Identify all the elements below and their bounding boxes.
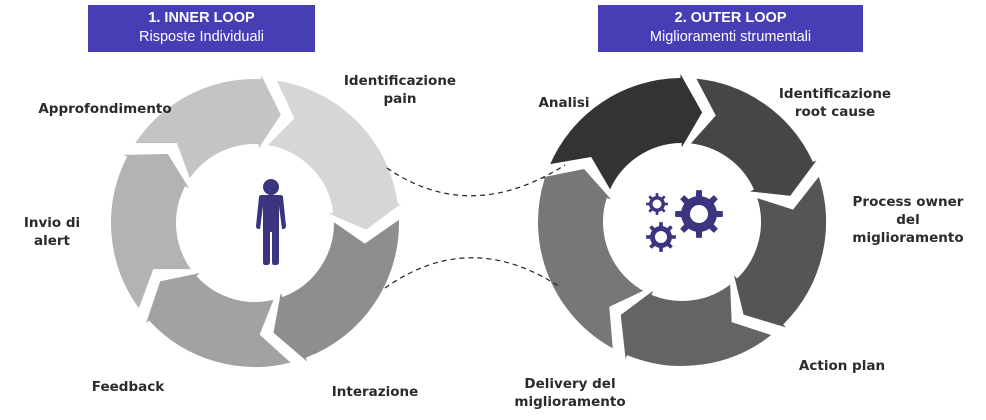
inner-step-arrow bbox=[263, 78, 407, 232]
inner-step-arrow bbox=[109, 151, 195, 313]
inner-loop-title: 1. INNER LOOP bbox=[148, 10, 255, 26]
inner-step-arrow bbox=[271, 216, 401, 366]
outer-loop-step-label: Analisi bbox=[538, 95, 590, 111]
gear-icon bbox=[646, 193, 668, 215]
gears-icon bbox=[646, 190, 723, 252]
inner-loop-header: 1. INNER LOOP Risposte Individuali bbox=[88, 5, 315, 52]
outer-loop-step-label: Action plan bbox=[798, 358, 886, 374]
outer-loop-subtitle: Miglioramenti strumentali bbox=[649, 29, 812, 45]
inner-step-arrow bbox=[142, 269, 295, 369]
inner-loop-step-label: Feedback bbox=[91, 379, 165, 395]
outer-step-arrow bbox=[618, 280, 776, 368]
person-icon bbox=[256, 179, 286, 265]
outer-step-arrow bbox=[546, 69, 705, 194]
outer-step-arrow bbox=[730, 172, 828, 331]
outer-loop-header: 2. OUTER LOOP Miglioramenti strumentali bbox=[598, 5, 863, 52]
inner-loop-subtitle: Risposte Individuali bbox=[139, 29, 264, 45]
outer-step-arrow bbox=[536, 166, 648, 352]
gear-icon bbox=[646, 222, 676, 252]
inner-step-arrow bbox=[131, 70, 284, 183]
connector-bottom-dashed bbox=[384, 257, 561, 289]
inner-loop-step-label: Interazione bbox=[331, 384, 419, 400]
outer-step-arrow bbox=[686, 76, 821, 198]
outer-loop-cycle bbox=[536, 69, 828, 368]
connector-top-dashed bbox=[386, 164, 566, 197]
inner-loop-step-label: Approfondimento bbox=[38, 101, 172, 117]
outer-loop-title: 2. OUTER LOOP bbox=[674, 10, 787, 26]
inner-loop-cycle bbox=[109, 70, 407, 369]
gear-icon bbox=[675, 190, 723, 238]
